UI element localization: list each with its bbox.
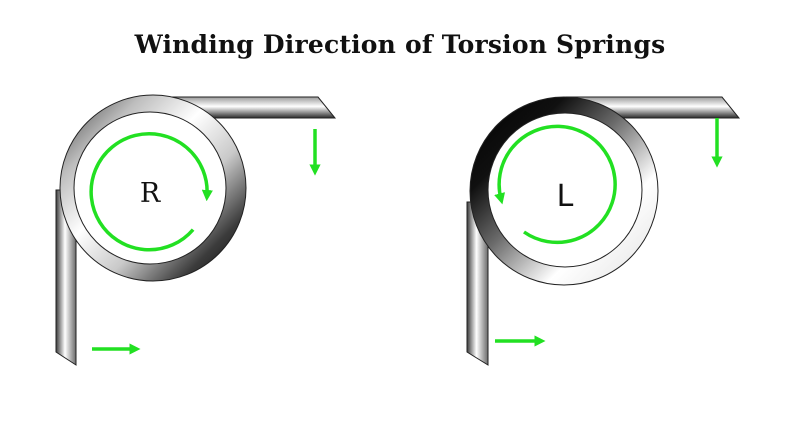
right-hand-spring: R (55, 94, 337, 366)
left-hand-spring: L (466, 96, 741, 366)
counterclockwise-arrow (494, 124, 617, 245)
clockwise-arrow (89, 132, 213, 252)
diagram-title: Winding Direction of Torsion Springs (134, 30, 666, 59)
spring-label-r: R (140, 178, 161, 209)
spring-label-l: L (557, 179, 574, 214)
